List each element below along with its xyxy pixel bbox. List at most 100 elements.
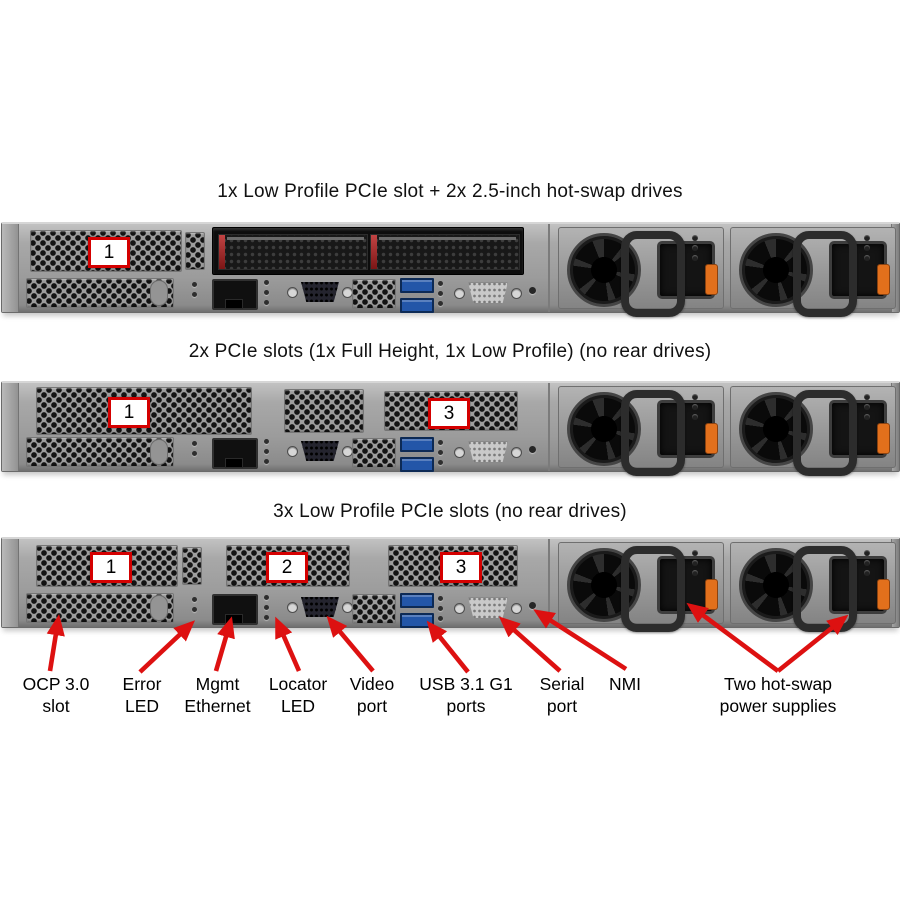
slot-number: 1	[103, 242, 115, 263]
ocp-pull-handle	[150, 439, 168, 465]
slot-number-badge: 3	[440, 552, 482, 583]
serial-port	[454, 597, 522, 619]
video-port	[287, 597, 353, 617]
usb-port	[400, 437, 434, 452]
psu-release-tab	[705, 579, 718, 610]
power-supply-1	[558, 227, 724, 317]
vga-connector	[301, 441, 339, 461]
slot-number-badge: 2	[266, 552, 308, 583]
screw-icon	[287, 445, 298, 457]
usb-port	[400, 593, 434, 608]
figure-title-2: 2x PCIe slots (1x Full Height, 1x Low Pr…	[188, 341, 712, 362]
psu-release-tab	[877, 579, 890, 610]
serial-connector	[468, 597, 508, 619]
psu-status-leds	[692, 550, 698, 576]
screw-icon	[511, 602, 522, 614]
psu-handle	[793, 231, 857, 317]
figure-title-1: 1x Low Profile PCIe slot + 2x 2.5-inch h…	[217, 181, 683, 202]
chassis-left-cap	[2, 539, 19, 627]
psu-handle	[793, 546, 857, 632]
error-led	[192, 597, 197, 612]
psu-handle	[621, 546, 685, 632]
nmi-pinhole	[529, 287, 536, 294]
error-led	[192, 441, 197, 456]
rj45-tab	[225, 614, 243, 624]
psu-release-tab	[877, 264, 890, 295]
center-vent	[284, 389, 364, 433]
power-supply-1	[558, 386, 724, 476]
screw-icon	[454, 602, 465, 614]
usb-port	[400, 298, 434, 313]
led-dots	[438, 440, 443, 465]
drive-release-latch	[219, 235, 225, 269]
drive-release-latch	[371, 235, 377, 269]
screw-icon	[511, 446, 522, 458]
vent-strip	[185, 232, 205, 270]
serial-port	[454, 282, 522, 304]
error-led	[192, 282, 197, 297]
ocp-slot-vent	[26, 278, 174, 308]
psu-status-leds	[864, 235, 870, 261]
psu-bay	[548, 224, 900, 317]
callout-arrow-locator-led	[275, 616, 302, 672]
usb-port	[400, 457, 434, 472]
slot-number: 2	[281, 557, 293, 578]
vent-holes	[352, 594, 396, 624]
vent-holes	[352, 438, 396, 468]
power-supply-2	[730, 227, 896, 317]
server-rear-config-3: 1 2 3	[1, 537, 900, 632]
chassis-left-cap	[2, 383, 19, 471]
psu-bay	[548, 539, 900, 632]
psu-release-tab	[705, 264, 718, 295]
psu-status-leds	[692, 235, 698, 261]
power-supply-2	[730, 386, 896, 476]
psu-release-tab	[705, 423, 718, 454]
slot-number: 1	[123, 402, 135, 423]
hot-swap-drive-2	[370, 234, 520, 270]
psu-status-leds	[692, 394, 698, 420]
nmi-pinhole	[529, 446, 536, 453]
psu-release-tab	[877, 423, 890, 454]
chassis-left-cap	[2, 224, 19, 312]
psu-status-leds	[864, 550, 870, 576]
slot-number-badge: 1	[90, 552, 132, 583]
screw-icon	[511, 287, 522, 299]
psu-handle	[621, 231, 685, 317]
slot-number: 1	[105, 557, 117, 578]
callout-arrow-ocp	[46, 614, 65, 672]
vga-connector	[301, 282, 339, 302]
drive-handle	[379, 237, 516, 240]
mgmt-ethernet-port	[212, 438, 258, 469]
locator-led	[264, 439, 269, 464]
callout-arrow-usb	[426, 620, 470, 674]
callout-arrow-serial	[498, 616, 562, 673]
mgmt-ethernet-port	[212, 594, 258, 625]
serial-connector	[468, 441, 508, 463]
serial-port	[454, 441, 522, 463]
hot-swap-drive-1	[218, 234, 368, 270]
slot-number-badge: 1	[88, 237, 130, 268]
locator-led	[264, 280, 269, 305]
rj45-tab	[225, 458, 243, 468]
usb-ports	[400, 437, 434, 472]
psu-status-leds	[864, 394, 870, 420]
serial-connector	[468, 282, 508, 304]
drive-bay	[212, 227, 524, 275]
figure-title-3: 3x Low Profile PCIe slots (no rear drive…	[273, 501, 627, 522]
vent-holes	[352, 279, 396, 309]
screw-icon	[287, 286, 298, 298]
server-rear-config-2: 1 3	[1, 381, 900, 476]
callout-arrow-video	[326, 615, 375, 673]
psu-handle	[793, 390, 857, 476]
ocp-slot-vent	[26, 437, 174, 467]
video-port	[287, 282, 353, 302]
usb-port	[400, 613, 434, 628]
server-rear-config-1: 1	[1, 222, 900, 317]
ocp-pull-handle	[150, 280, 168, 306]
